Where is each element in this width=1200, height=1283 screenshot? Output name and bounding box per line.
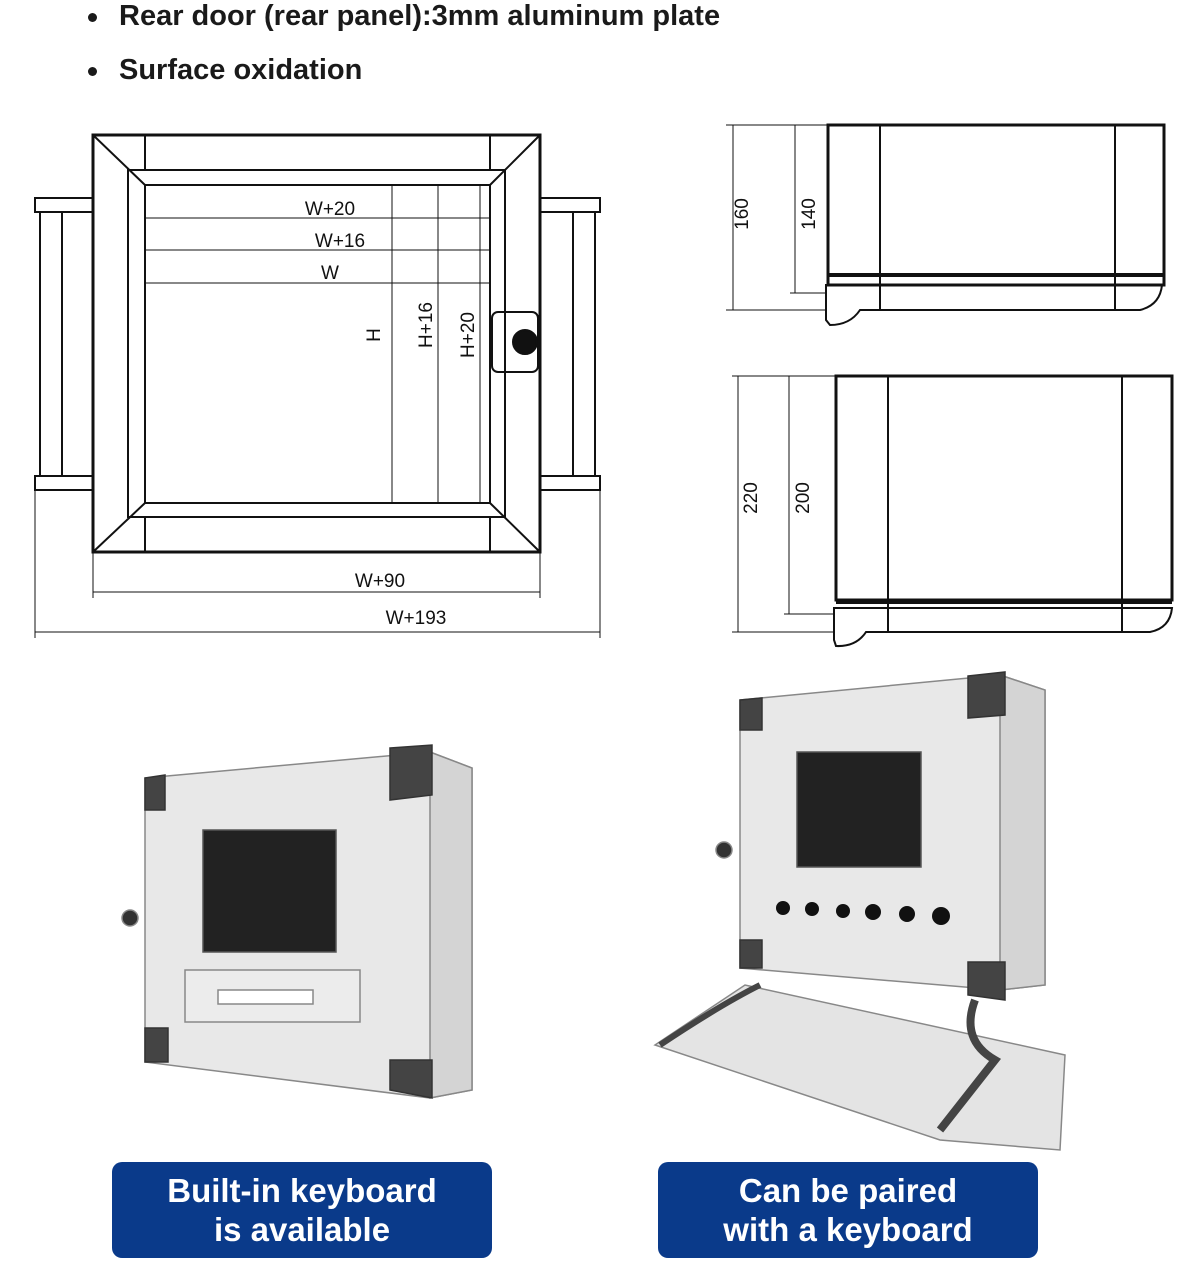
dim-h16: H+16 (416, 302, 437, 348)
dim-h20: H+20 (458, 312, 479, 358)
dim-140: 140 (799, 198, 820, 230)
feature-item: Surface oxidation (88, 46, 720, 100)
caption-built-in-keyboard: Built-in keyboard is available (112, 1162, 492, 1258)
dim-200: 200 (793, 482, 814, 514)
feature-text: Surface oxidation (119, 54, 363, 86)
dim-w: W (321, 263, 339, 284)
dim-w16: W+16 (315, 231, 365, 252)
dim-220: 220 (741, 482, 762, 514)
dim-160: 160 (732, 198, 753, 230)
side-view-160 (726, 123, 1166, 327)
feature-list: Rear door (rear panel):3mm aluminum plat… (88, 0, 720, 100)
product-photo-keyboard-built-in (121, 744, 473, 1099)
bullet-icon (88, 66, 97, 76)
bullet-icon (88, 12, 97, 22)
feature-item: Rear door (rear panel):3mm aluminum plat… (88, 0, 720, 46)
product-photo-keyboard-tray (653, 671, 1066, 1151)
caption-line: Built-in keyboard (167, 1172, 437, 1209)
caption-paired-keyboard: Can be paired with a keyboard (658, 1162, 1038, 1258)
caption-line: with a keyboard (723, 1211, 973, 1248)
feature-text: Rear door (rear panel):3mm aluminum plat… (119, 0, 721, 32)
dim-w90: W+90 (355, 571, 405, 592)
caption-line: Can be paired (738, 1172, 958, 1209)
caption-line: is available (213, 1211, 391, 1248)
dim-w20: W+20 (305, 199, 355, 220)
side-view-220 (732, 374, 1174, 648)
dim-h: H (364, 328, 385, 342)
front-view-drawing (34, 133, 601, 638)
dim-w193: W+193 (386, 608, 447, 629)
